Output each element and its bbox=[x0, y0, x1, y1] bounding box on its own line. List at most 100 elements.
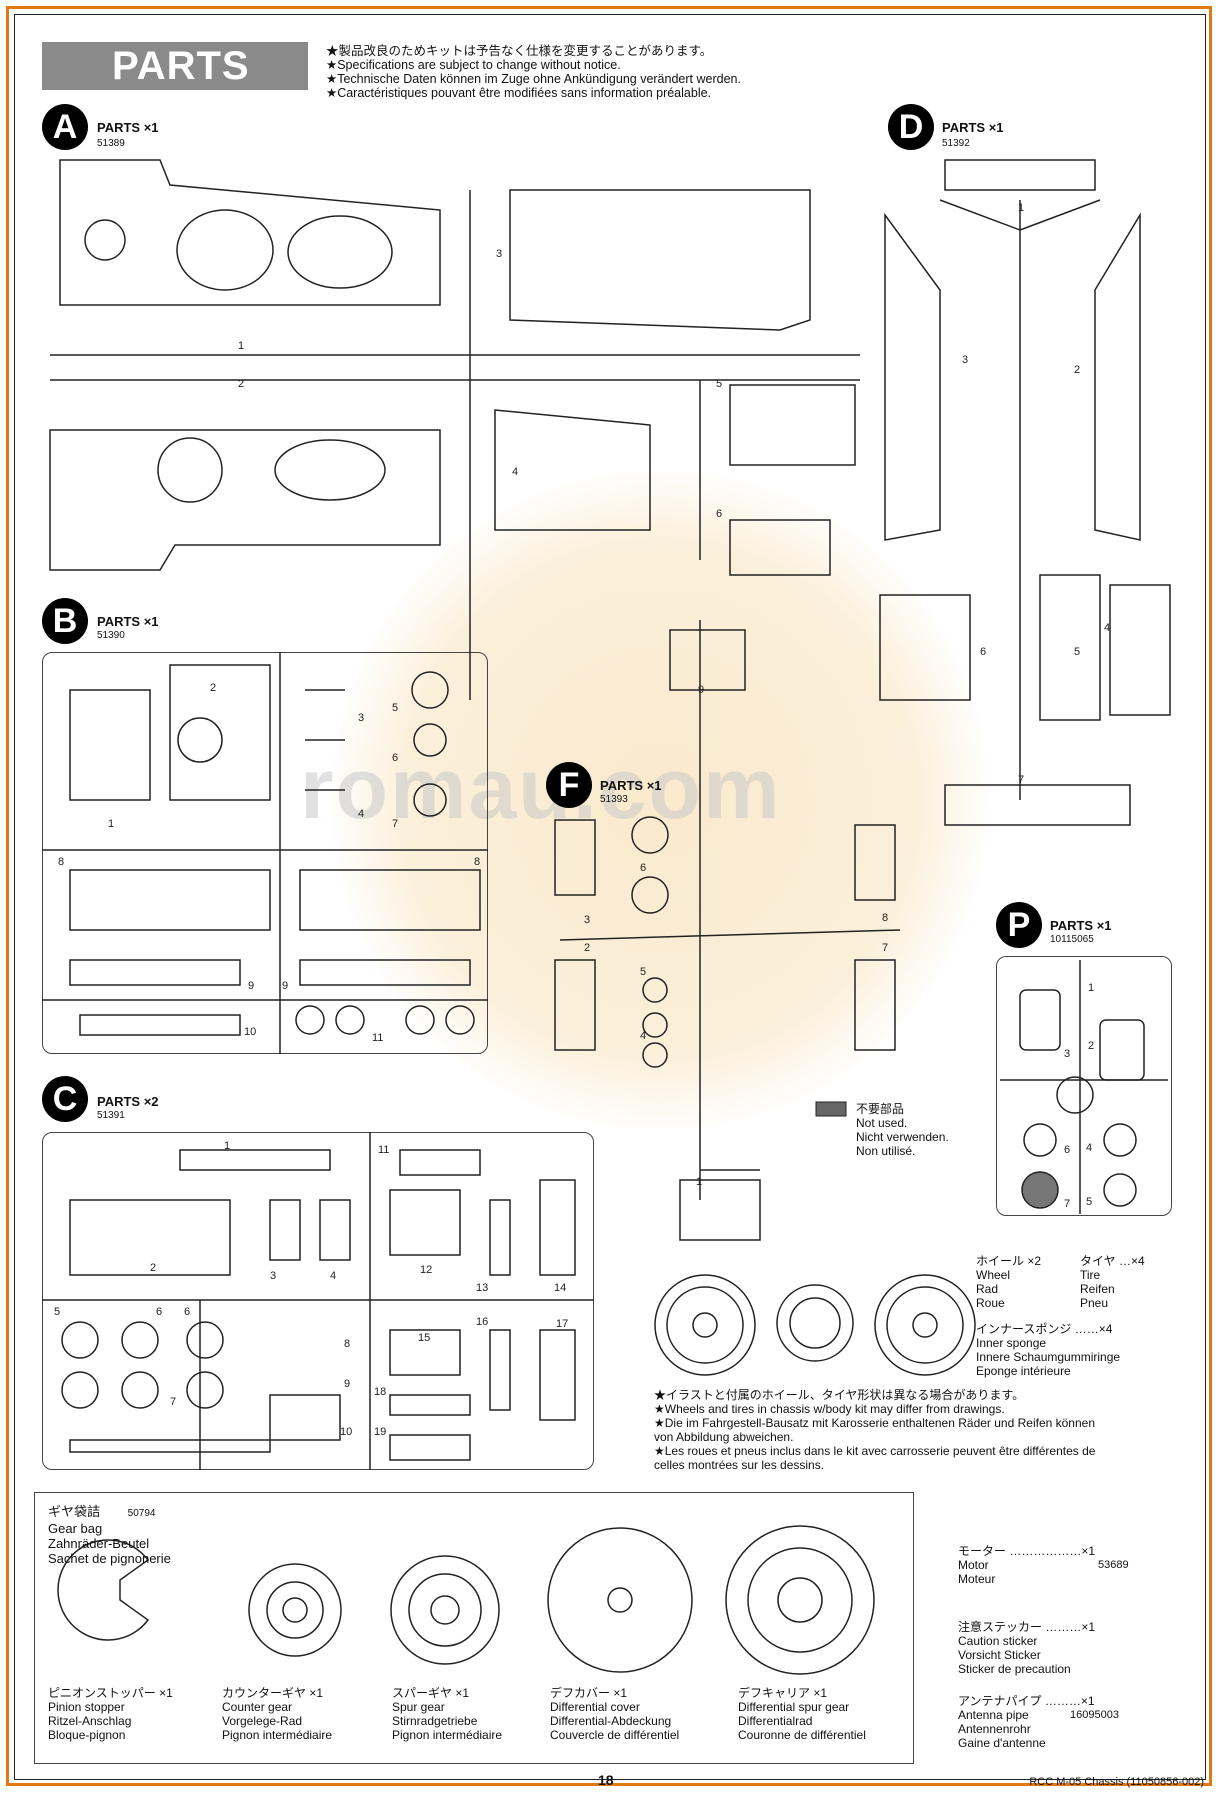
tree-b-number: 2 bbox=[210, 682, 217, 694]
wheel-note: ★Les roues et pneus inclus dans le kit a… bbox=[654, 1444, 1096, 1458]
gear-item-de: Vorgelege-Rad bbox=[222, 1714, 303, 1728]
tree-b-number: 11 bbox=[372, 1032, 384, 1044]
part-a5 bbox=[729, 384, 856, 466]
watermark-logo bbox=[330, 470, 990, 1130]
tree-c-frame bbox=[42, 1132, 594, 1470]
part-p4 bbox=[1103, 1123, 1137, 1157]
gear-item-de: Differential-Abdeckung bbox=[550, 1714, 672, 1728]
tire-fr: Pneu bbox=[1080, 1296, 1109, 1310]
wheel-de: Rad bbox=[976, 1282, 999, 1296]
tree-f-number: 3 bbox=[584, 914, 591, 926]
part-d6 bbox=[879, 594, 971, 701]
tree-a-code: 51389 bbox=[97, 138, 125, 149]
part-b8 bbox=[69, 869, 271, 931]
part-c13 bbox=[489, 1199, 511, 1276]
tree-a-badge: A bbox=[42, 104, 88, 150]
part-a1 bbox=[59, 159, 441, 306]
differential-cover bbox=[547, 1527, 693, 1673]
part-f6 bbox=[631, 816, 669, 854]
caution-jp: 注意ステッカー ………×1 bbox=[958, 1620, 1096, 1634]
tree-c-number: 6 bbox=[184, 1306, 191, 1318]
part-c10 bbox=[69, 1439, 271, 1453]
gear-item-jp: ピニオンストッパー ×1 bbox=[48, 1686, 173, 1700]
tree-d-label: PARTS ×1 bbox=[942, 120, 1004, 135]
not-used-en: Not used. bbox=[856, 1116, 908, 1130]
notice-jp: ★製品改良のためキットは予告なく仕様を変更することがあります。 bbox=[326, 44, 713, 58]
tree-c-number: 2 bbox=[150, 1262, 157, 1274]
part-c16 bbox=[489, 1329, 511, 1411]
caution-en: Caution sticker bbox=[958, 1634, 1038, 1648]
part-f2 bbox=[554, 959, 596, 1051]
motor-en: Motor bbox=[958, 1558, 989, 1572]
gear-item: スパーギヤ ×1 Spur gear Stirnradgetriebe Pign… bbox=[392, 1686, 502, 1742]
tree-b-number: 1 bbox=[108, 818, 115, 830]
gear-bag-frame bbox=[34, 1492, 914, 1764]
differential-spur-gear bbox=[725, 1525, 875, 1675]
sponge-de: Innere Schaumgummiringe bbox=[976, 1350, 1121, 1364]
tree-f-number: 2 bbox=[584, 942, 591, 954]
tree-f-number: 6 bbox=[640, 862, 647, 874]
gear-item-en: Differential cover bbox=[550, 1700, 640, 1714]
part-d2 bbox=[1094, 212, 1141, 541]
tree-c-number: 19 bbox=[374, 1426, 387, 1438]
gear-item-fr: Couvercle de différentiel bbox=[550, 1728, 680, 1742]
tree-c-badge: C bbox=[42, 1076, 88, 1122]
tree-p-code: 10115065 bbox=[1050, 934, 1094, 945]
part-d3 bbox=[884, 212, 941, 541]
tree-p-number: 7 bbox=[1064, 1198, 1071, 1210]
tire-label: タイヤ …×4 Tire Reifen Pneu bbox=[1080, 1254, 1145, 1310]
tree-c-code: 51391 bbox=[97, 1110, 125, 1121]
part-d1 bbox=[944, 159, 1096, 191]
gear-item-en: Spur gear bbox=[392, 1700, 445, 1714]
tree-c-number: 16 bbox=[476, 1316, 489, 1328]
tree-c-number: 10 bbox=[340, 1426, 353, 1438]
gear-item-fr: Pignon intermédiaire bbox=[222, 1728, 333, 1742]
gear-item-jp: カウンターギヤ ×1 bbox=[222, 1686, 324, 1700]
tree-f-badge: F bbox=[546, 762, 592, 808]
antenna-en: Antenna pipe bbox=[958, 1708, 1029, 1722]
tree-c-number: 8 bbox=[344, 1338, 351, 1350]
tree-p-number: 6 bbox=[1064, 1144, 1071, 1156]
page-title: PARTS bbox=[42, 42, 308, 90]
antenna-de: Antennenrohr bbox=[958, 1722, 1031, 1736]
tree-p-frame bbox=[996, 956, 1172, 1216]
part-b1 bbox=[69, 689, 151, 801]
wheel-jp: ホイール ×2 bbox=[976, 1254, 1042, 1268]
tree-c-number: 4 bbox=[330, 1270, 337, 1282]
tree-b-number: 10 bbox=[244, 1026, 257, 1038]
tree-d-number: 4 bbox=[1104, 622, 1111, 634]
tree-a-number: 3 bbox=[496, 248, 503, 260]
pinion-stopper bbox=[57, 1539, 150, 1641]
part-f5 bbox=[642, 977, 668, 1003]
gear-item-de: Ritzel-Anschlag bbox=[48, 1714, 132, 1728]
caution-de: Vorsicht Sticker bbox=[958, 1648, 1041, 1662]
tree-b-number: 5 bbox=[392, 702, 399, 714]
wheel-en: Wheel bbox=[976, 1268, 1011, 1282]
wheel-notes: ★イラストと付属のホイール、タイヤ形状は異なる場合があります。 ★Wheels … bbox=[654, 1388, 1095, 1472]
part-b8b bbox=[299, 869, 481, 931]
tree-c-number: 1 bbox=[224, 1140, 231, 1152]
part-d4 bbox=[1109, 584, 1171, 716]
sponge-jp: インナースポンジ ……×4 bbox=[976, 1322, 1113, 1336]
gear-bag-fr: Sachet de pignonerie bbox=[48, 1551, 171, 1566]
antenna-jp: アンテナパイプ ………×1 bbox=[958, 1694, 1095, 1708]
part-c11 bbox=[399, 1149, 481, 1176]
tree-p-number: 3 bbox=[1064, 1048, 1071, 1060]
gear-item-fr: Pignon intermédiaire bbox=[392, 1728, 503, 1742]
antenna-fr: Gaine d'antenne bbox=[958, 1736, 1046, 1750]
notice-de: ★Technische Daten können im Zuge ohne An… bbox=[326, 72, 741, 86]
part-f7 bbox=[854, 959, 896, 1051]
gear-item-de: Differentialrad bbox=[738, 1714, 813, 1728]
part-c15 bbox=[389, 1329, 461, 1376]
notice-fr: ★Caractéristiques pouvant être modifiées… bbox=[326, 86, 712, 100]
tree-c-number: 9 bbox=[344, 1378, 351, 1390]
tree-b-number: 6 bbox=[392, 752, 399, 764]
gear-item: ピニオンストッパー ×1 Pinion stopper Ritzel-Ansch… bbox=[48, 1686, 173, 1742]
tree-c-number: 6 bbox=[156, 1306, 163, 1318]
part-f4 bbox=[642, 1042, 668, 1068]
part-b9b bbox=[299, 959, 471, 986]
part-p7 bbox=[1021, 1171, 1059, 1209]
